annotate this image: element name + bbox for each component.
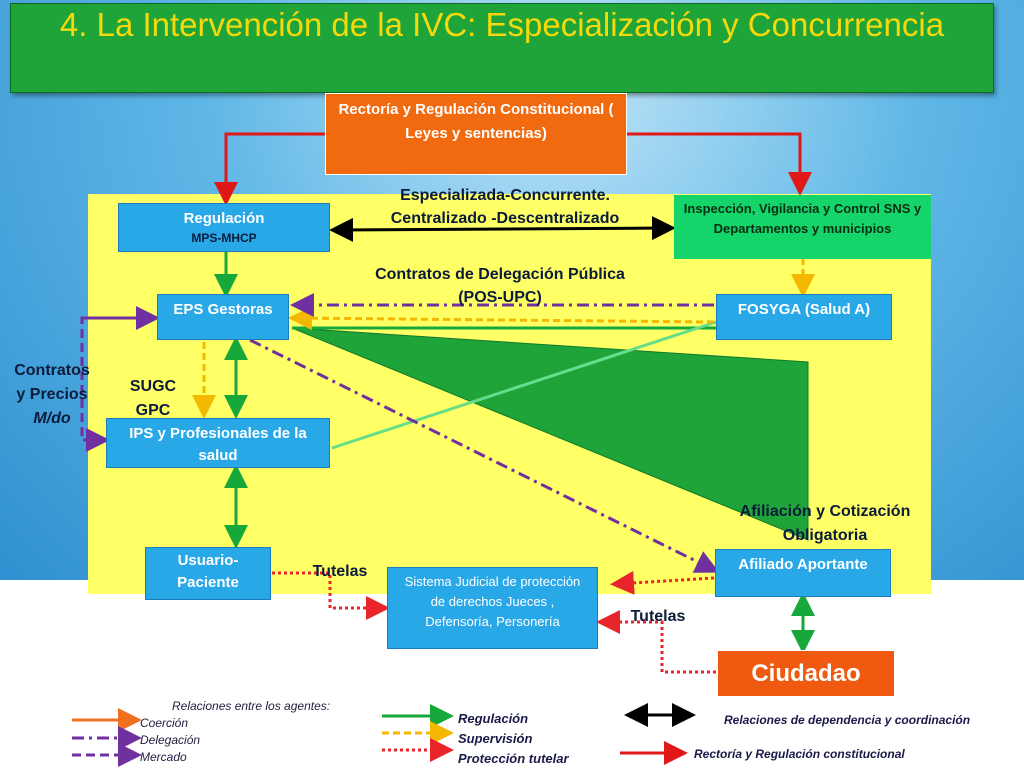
rectoria-to-regulacion-arrow <box>214 132 326 206</box>
label-contratos-delegacion: Contratos de Delegación Pública <box>375 266 625 283</box>
legend-proteccion: Protección tutelar <box>458 751 569 766</box>
label-pos-upc: (POS-UPC) <box>458 289 542 306</box>
label-gpc: GPC <box>135 402 171 419</box>
label-contratos-precios-2: y Precios <box>16 386 88 403</box>
legend-mercado: Mercado <box>140 750 187 764</box>
page-title: 4. La Intervención de la IVC: Especializ… <box>59 6 945 43</box>
usuario-to-judicial-tutela <box>272 571 390 620</box>
label-afiliacion-1: Afiliación y Cotización <box>739 503 911 520</box>
label-afiliacion-2: Obligatoria <box>782 527 868 544</box>
inspeccion-box: Inspección, Vigilancia y Control SNS y D… <box>674 195 931 259</box>
label-contratos-precios-1: Contratos <box>14 362 90 379</box>
label-contratos-precios-3: M/do <box>33 410 71 427</box>
ciudadano-box: Ciudadao <box>717 650 895 697</box>
sistema-judicial-box: Sistema Judicial de protección de derech… <box>387 567 598 649</box>
eps-to-afiliado-delegation <box>249 338 720 573</box>
legend-supervision: Supervisión <box>458 731 533 746</box>
regulacion-box: Regulación MPS-MHCP <box>118 203 330 252</box>
fosyga-eps-triangle <box>291 327 809 541</box>
legend-delegacion: Delegación <box>140 733 201 747</box>
legend-dependencia: Relaciones de dependencia y coordinación <box>724 713 971 727</box>
fosyga-box: FOSYGA (Salud A) <box>716 294 892 340</box>
legend-rectoria: Rectoría y Regulación constitucional <box>694 747 905 761</box>
regulacion-sub: MPS-MHCP <box>191 231 257 245</box>
ips-box: IPS y Profesionales de la salud <box>106 418 330 468</box>
fosyga-to-ips-line <box>331 320 717 450</box>
afiliado-to-judicial-tutela <box>610 570 715 595</box>
label-tutelas-right: Tutelas <box>630 608 686 625</box>
legend-heading: Relaciones entre los agentes: <box>172 699 331 713</box>
eps-box: EPS Gestoras <box>157 294 289 340</box>
label-centralizado: Centralizado -Descentralizado <box>390 210 620 227</box>
fosyga-to-eps-supervision <box>288 306 715 331</box>
legend-regulacion: Regulación <box>458 711 529 726</box>
usuario-box: Usuario-Paciente <box>145 547 271 600</box>
legend-coercion: Coerción <box>140 716 189 730</box>
rectoria-box: Rectoría y Regulación Constitucional ( L… <box>325 93 627 175</box>
rectoria-to-inspeccion-arrow <box>627 132 812 196</box>
label-especializada: Especializada-Concurrente. <box>400 187 610 204</box>
regulacion-title: Regulación <box>183 210 265 227</box>
afiliado-box: Afiliado Aportante <box>715 549 891 597</box>
label-sugc: SUGC <box>129 378 177 395</box>
coordination-arrow <box>329 216 676 242</box>
title-bar <box>10 3 994 93</box>
ciudadano-to-judicial-tutela <box>596 610 716 674</box>
label-tutelas-left: Tutelas <box>312 563 368 580</box>
